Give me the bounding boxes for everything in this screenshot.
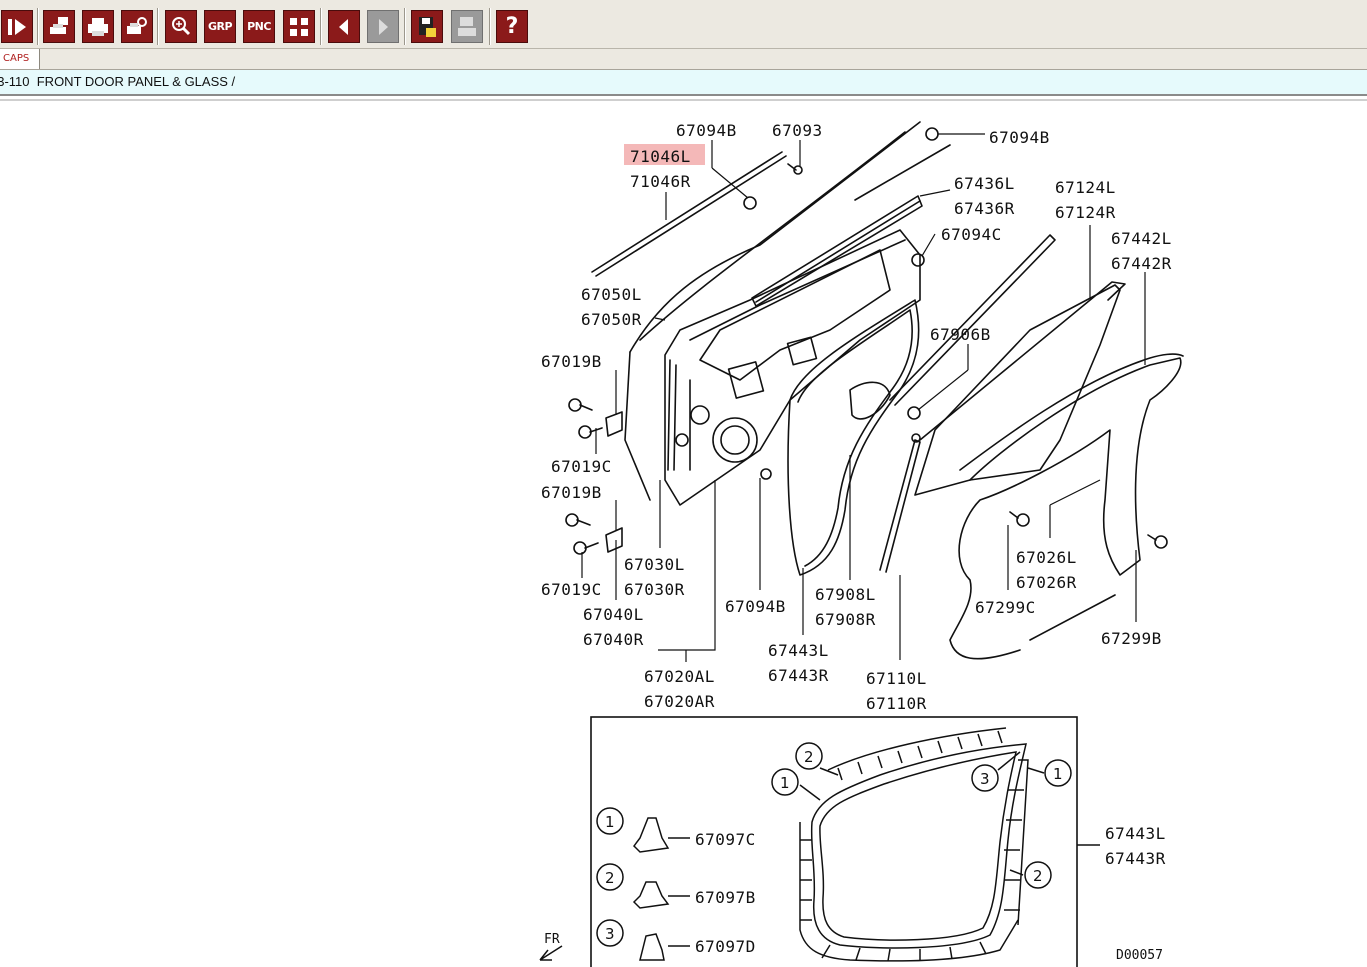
exit-icon [8,18,26,35]
inset-number: 1 [1053,765,1063,783]
toolbar-separator [37,8,39,45]
save-button[interactable] [411,10,443,43]
part-label[interactable]: 67040R [583,630,644,649]
inset-number: 2 [804,748,814,766]
print-preview-button[interactable] [121,10,153,43]
help-icon: ? [505,14,519,39]
tab-caps[interactable]: CAPS [0,49,40,69]
group-button[interactable]: GRP [204,10,236,43]
part-label[interactable]: 67110L [866,669,927,688]
next-icon [379,18,388,35]
direction-label: FR [544,932,560,947]
part-label[interactable]: 67093 [772,121,823,140]
part-label[interactable]: 67094B [676,121,737,140]
part-label[interactable]: 67443L [1105,824,1166,843]
toolbar-separator [320,8,322,45]
part-label[interactable]: 67026L [1016,548,1077,567]
detail-inset: 1 2 3 2 1 3 1 2 67097C 67097B 67097D 674… [539,716,1166,967]
part-label[interactable]: 67040L [583,605,644,624]
toolbar: GRP PNC ? [0,0,1367,49]
inset-number: 1 [605,813,615,831]
print-group-button[interactable] [43,10,75,43]
part-label[interactable]: 67110R [866,694,927,713]
part-label[interactable]: 67020AL [644,667,715,686]
part-label[interactable]: 67443L [768,641,829,660]
part-label[interactable]: 67019C [541,580,602,599]
part-label[interactable]: 67443R [768,666,829,685]
part-label[interactable]: 67030L [624,555,685,574]
part-label[interactable]: 67442R [1111,254,1172,273]
help-button[interactable]: ? [496,10,528,43]
grid-view-icon [290,17,308,36]
inset-number: 1 [780,774,790,792]
part-label[interactable]: 67436R [954,199,1015,218]
part-label[interactable]: 71046R [630,172,691,191]
door-drawing [565,121,1184,660]
part-label[interactable]: 67299B [1101,629,1162,648]
part-labels: 67094B 67093 67094B 71046L 71046R 67436L… [541,121,1172,713]
print-preview-icon [127,16,147,34]
divider [0,99,1367,101]
exit-button[interactable] [1,10,33,43]
part-label[interactable]: 67020AR [644,692,715,711]
part-label[interactable]: 67050R [581,310,642,329]
part-highlight [624,144,705,165]
part-label[interactable]: 67906B [930,325,991,344]
printer-icon [88,17,108,36]
part-label[interactable]: 67094C [941,225,1002,244]
open-button[interactable] [451,10,483,43]
part-label[interactable]: 67019B [541,483,602,502]
toolbar-separator [157,8,159,45]
part-label[interactable]: 67908R [815,610,876,629]
group-icon: GRP [207,20,233,33]
inset-number: 3 [980,770,990,788]
previous-icon [339,18,348,35]
inset-number: 2 [605,869,615,887]
part-label[interactable]: 67442L [1111,229,1172,248]
save-icon [419,16,436,37]
grid-view-button[interactable] [283,10,315,43]
part-label[interactable]: 67050L [581,285,642,304]
part-label[interactable]: 67019B [541,352,602,371]
part-label-highlighted[interactable]: 71046L [630,147,691,166]
toolbar-separator [404,8,406,45]
tab-bar: CAPS [0,49,1367,70]
part-label[interactable]: 67443R [1105,849,1166,868]
inset-number: 3 [605,925,615,943]
zoom-icon [172,16,191,35]
part-label[interactable]: 67094B [725,597,786,616]
part-label[interactable]: 67097B [695,888,756,907]
part-label[interactable]: 67097D [695,937,756,956]
diagram-code: D00057 [1116,948,1163,963]
leader-lines [581,133,1146,662]
part-label[interactable]: 67026R [1016,573,1077,592]
pnc-button[interactable]: PNC [243,10,275,43]
part-label[interactable]: 67094B [989,128,1050,147]
previous-button[interactable] [328,10,360,43]
next-button[interactable] [367,10,399,43]
zoom-button[interactable] [165,10,197,43]
toolbar-separator [489,8,491,45]
part-label[interactable]: 67908L [815,585,876,604]
print-group-icon [50,16,68,34]
title-bar: 43-110 FRONT DOOR PANEL & GLASS / [0,70,1367,96]
pnc-icon: PNC [247,20,271,33]
part-label[interactable]: 67019C [551,457,612,476]
part-label[interactable]: 67299C [975,598,1036,617]
part-label[interactable]: 67436L [954,174,1015,193]
page-title: 43-110 FRONT DOOR PANEL & GLASS / [0,74,236,89]
inset-number: 2 [1033,867,1043,885]
part-label[interactable]: 67124R [1055,203,1116,222]
print-button[interactable] [82,10,114,43]
part-label[interactable]: 67030R [624,580,685,599]
part-label[interactable]: 67097C [695,830,756,849]
open-icon [458,16,476,36]
part-label[interactable]: 67124L [1055,178,1116,197]
